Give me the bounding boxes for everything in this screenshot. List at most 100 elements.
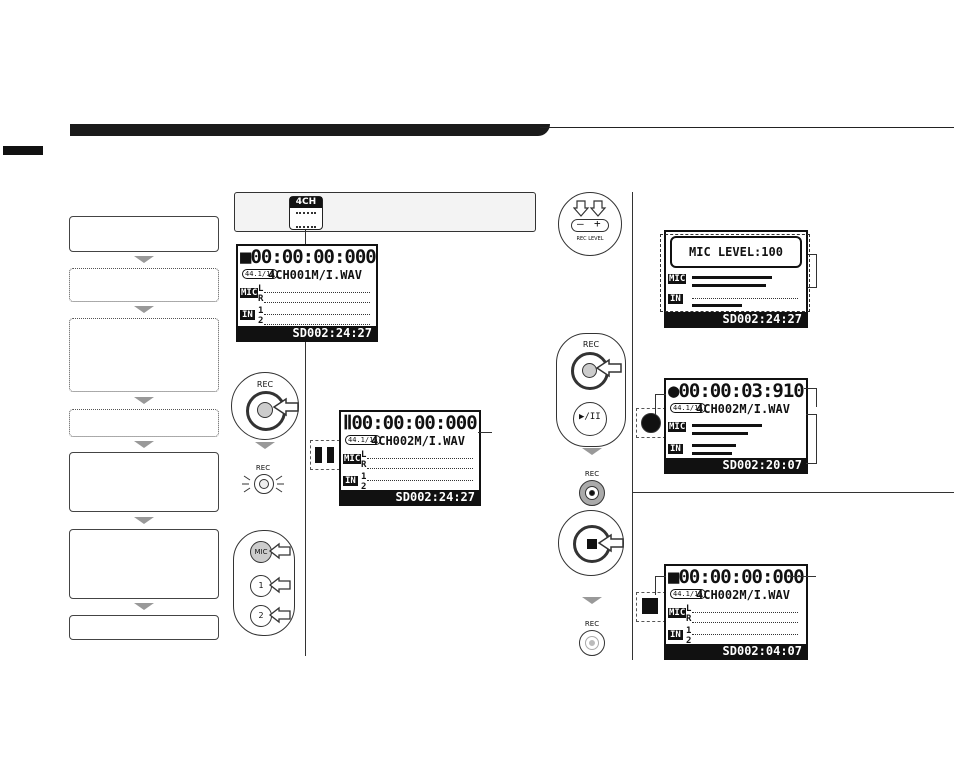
rec-play-panel: REC ▶/II <box>556 333 626 447</box>
callout-line <box>655 576 666 595</box>
flow-arrow <box>582 597 602 604</box>
lcd-ch-2: 2 <box>686 636 692 646</box>
flow-arrow <box>134 603 154 610</box>
pause-icon-box <box>310 440 340 470</box>
lcd-rate: 44.1/16 <box>345 435 381 445</box>
lcd-ch-l: L <box>361 450 367 460</box>
flow-arrow <box>255 442 275 449</box>
row-divider <box>632 492 954 493</box>
flow-step-6 <box>69 529 219 599</box>
lcd-remaining: SD002:24:27 <box>238 326 376 340</box>
meter-l <box>264 292 370 294</box>
lcd-pause: Ⅱ00:00:00:000 44.1/16 4CH002M/I.WAV MIC … <box>339 410 481 506</box>
pause-icon-bar <box>327 447 334 463</box>
callout-line <box>790 576 816 577</box>
meter-2 <box>264 324 370 326</box>
lcd-ch-l: L <box>686 604 692 614</box>
connector <box>305 230 306 244</box>
input-selector-panel: MIC 1 2 <box>233 530 295 636</box>
callout-line <box>655 394 666 415</box>
record-icon <box>641 413 661 433</box>
column-divider <box>632 192 633 660</box>
lcd-ch-2: 2 <box>258 316 264 326</box>
bracket <box>806 414 817 464</box>
flow-arrow <box>134 441 154 448</box>
flow-arrow <box>134 306 154 313</box>
mic-button[interactable]: MIC <box>250 541 272 563</box>
lcd-time: ■00:00:00:000 <box>240 246 377 268</box>
rec-off-dot <box>589 640 595 646</box>
meter-1 <box>264 314 370 316</box>
lcd-in-label: IN <box>668 294 683 304</box>
lcd-remaining: SD002:24:27 <box>666 312 806 326</box>
meter-l <box>367 458 473 460</box>
lcd-mic-label: MIC <box>343 454 362 464</box>
rec-blink-indicator <box>254 474 274 494</box>
lcd-time: ●00:00:03:910 <box>668 380 805 402</box>
lcd-mic-label: MIC <box>668 274 687 284</box>
meter-1-bar <box>692 444 736 447</box>
lcd-in-label: IN <box>240 310 255 320</box>
lcd-in-label: IN <box>668 444 683 454</box>
rec-button-center <box>582 363 597 378</box>
rec-button-center <box>257 402 273 418</box>
rec-small-label: REC <box>584 470 600 478</box>
flow-arrow <box>134 256 154 263</box>
flow-arrow <box>582 448 602 455</box>
lcd-ch-1: 1 <box>686 626 692 636</box>
four-ch-icon <box>296 212 316 228</box>
four-ch-button[interactable]: 4CH <box>289 196 323 230</box>
press-arrow-icon <box>597 533 624 553</box>
meter-r-bar <box>692 284 766 287</box>
lcd-filename: 4CH002M/I.WAV <box>696 402 790 416</box>
rec-level-rocker[interactable]: – + <box>571 217 609 232</box>
flow-step-5 <box>69 452 219 512</box>
lcd-recording: ●00:00:03:910 44.1/16 4CH002M/I.WAV MIC … <box>664 378 808 474</box>
meter-1 <box>692 634 798 636</box>
lcd-ch-r: R <box>361 460 367 470</box>
flow-step-7 <box>69 615 219 640</box>
rec-small-label: REC <box>255 464 271 472</box>
bracket <box>808 254 817 288</box>
flow-arrow <box>134 517 154 524</box>
press-arrow-icon <box>272 397 299 417</box>
lcd-in-label: IN <box>343 476 358 486</box>
meter-l-bar <box>692 424 762 427</box>
four-ch-label: 4CH <box>290 197 322 208</box>
lcd-standby: ■00:00:00:000 44.1/16 4CH001M/I.WAV MIC … <box>236 244 378 342</box>
flow-step-2 <box>69 268 219 302</box>
lcd-filename: 4CH002M/I.WAV <box>696 588 790 602</box>
lcd-ch-2: 2 <box>361 482 367 492</box>
meter-r <box>264 302 370 304</box>
rec-lit-dot <box>589 490 595 496</box>
meter-2-bar <box>692 452 732 455</box>
lcd-mic-label: MIC <box>668 608 687 618</box>
lcd-rate: 44.1/16 <box>670 403 706 413</box>
lcd-rate: 44.1/16 <box>670 589 706 599</box>
lcd-mic-label: MIC <box>240 288 259 298</box>
lcd-ch-1: 1 <box>258 306 264 316</box>
rec-off-indicator <box>579 630 605 656</box>
meter-r-bar <box>692 432 748 435</box>
play-pause-icon: ▶/II <box>579 412 601 422</box>
stop-panel <box>558 510 624 576</box>
lcd-time: ■00:00:00:000 <box>668 566 805 588</box>
meter-1 <box>367 480 473 482</box>
flow-step-1 <box>69 216 219 252</box>
lcd-ch-1: 1 <box>361 472 367 482</box>
rec-blink-center <box>259 479 269 489</box>
lcd-mic-label: MIC <box>668 422 687 432</box>
callout-line <box>804 388 817 407</box>
flow-step-3 <box>69 318 219 392</box>
lcd-ch-r: R <box>258 294 264 304</box>
rec-label: REC <box>256 380 274 389</box>
rec-small-label: REC <box>584 620 600 628</box>
meter-1 <box>692 298 798 299</box>
level-highlight <box>660 234 810 312</box>
rec-level-panel: – + REC LEVEL <box>558 192 622 256</box>
play-pause-button[interactable]: ▶/II <box>573 402 607 436</box>
rec-lit-ring <box>585 486 599 500</box>
rec-lit-indicator <box>579 480 605 506</box>
lcd-rate: 44.1/16 <box>242 269 278 279</box>
lcd-ch-l: L <box>258 284 264 294</box>
